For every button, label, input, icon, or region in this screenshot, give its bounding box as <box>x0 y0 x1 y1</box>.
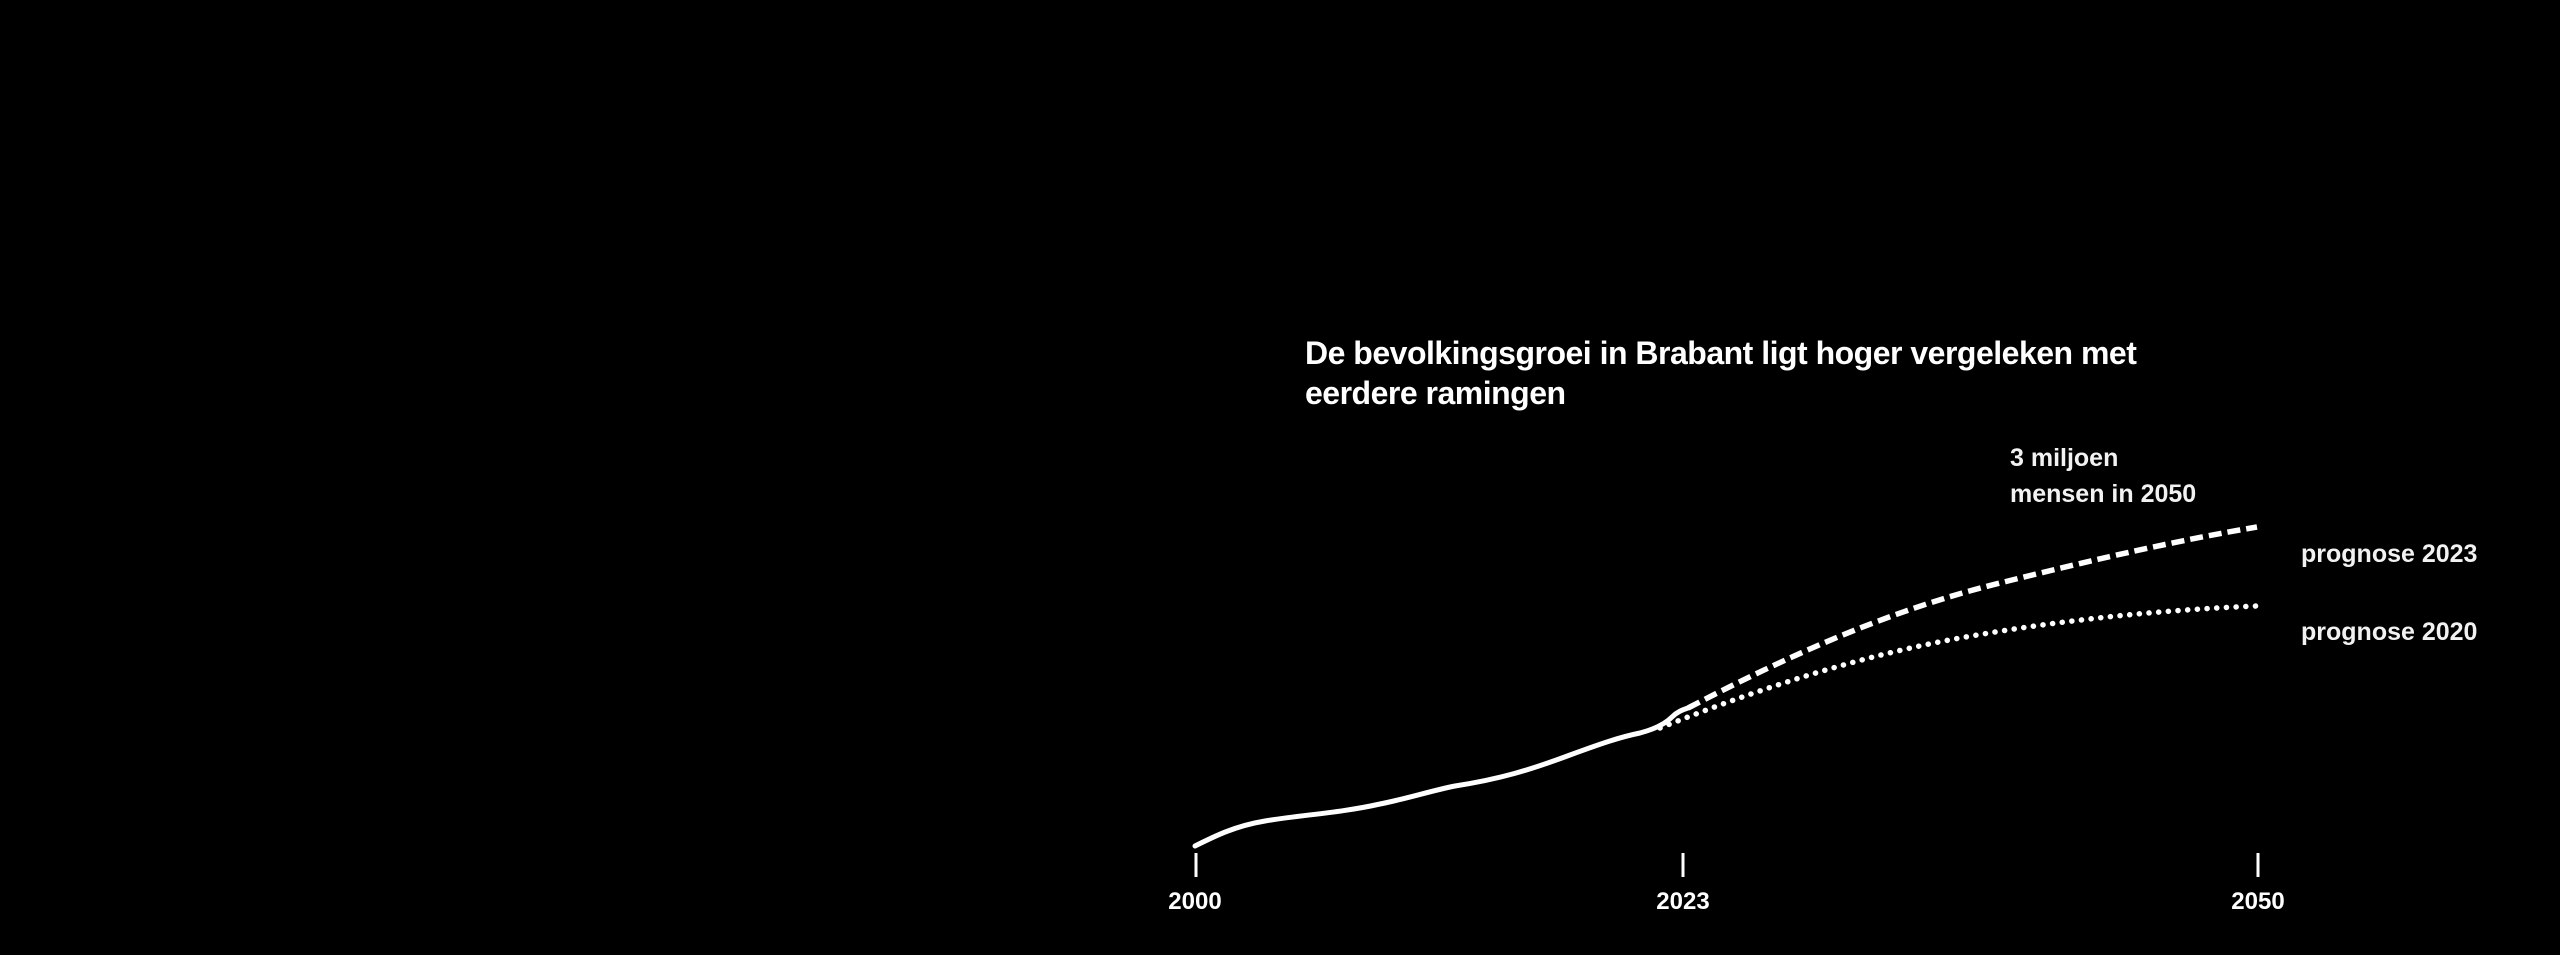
label-prognose-2020: prognose 2020 <box>2301 618 2478 646</box>
x-tick-label-2050: 2050 <box>2231 888 2285 915</box>
annotation-line-2: mensen in 2050 <box>2010 480 2197 508</box>
chart-title: De bevolkingsgroei in Brabant ligt hoger… <box>1305 333 2265 413</box>
series-prognose-2023-line <box>1686 524 2258 711</box>
annotation-line-1: 3 miljoen <box>2010 444 2119 472</box>
x-tick-label-2000: 2000 <box>1168 888 1222 915</box>
series-historical-line <box>1192 705 1691 849</box>
series-prognose-2020-line <box>1657 603 2260 731</box>
x-tick-label-2023: 2023 <box>1656 888 1710 915</box>
annotation-3-million: 3 miljoen mensen in 2050 <box>2010 440 2196 512</box>
chart-title-line-1: De bevolkingsgroei in Brabant ligt hoger… <box>1305 335 2137 371</box>
label-prognose-2023: prognose 2023 <box>2301 540 2478 568</box>
chart-title-line-2: eerdere ramingen <box>1305 375 1566 411</box>
